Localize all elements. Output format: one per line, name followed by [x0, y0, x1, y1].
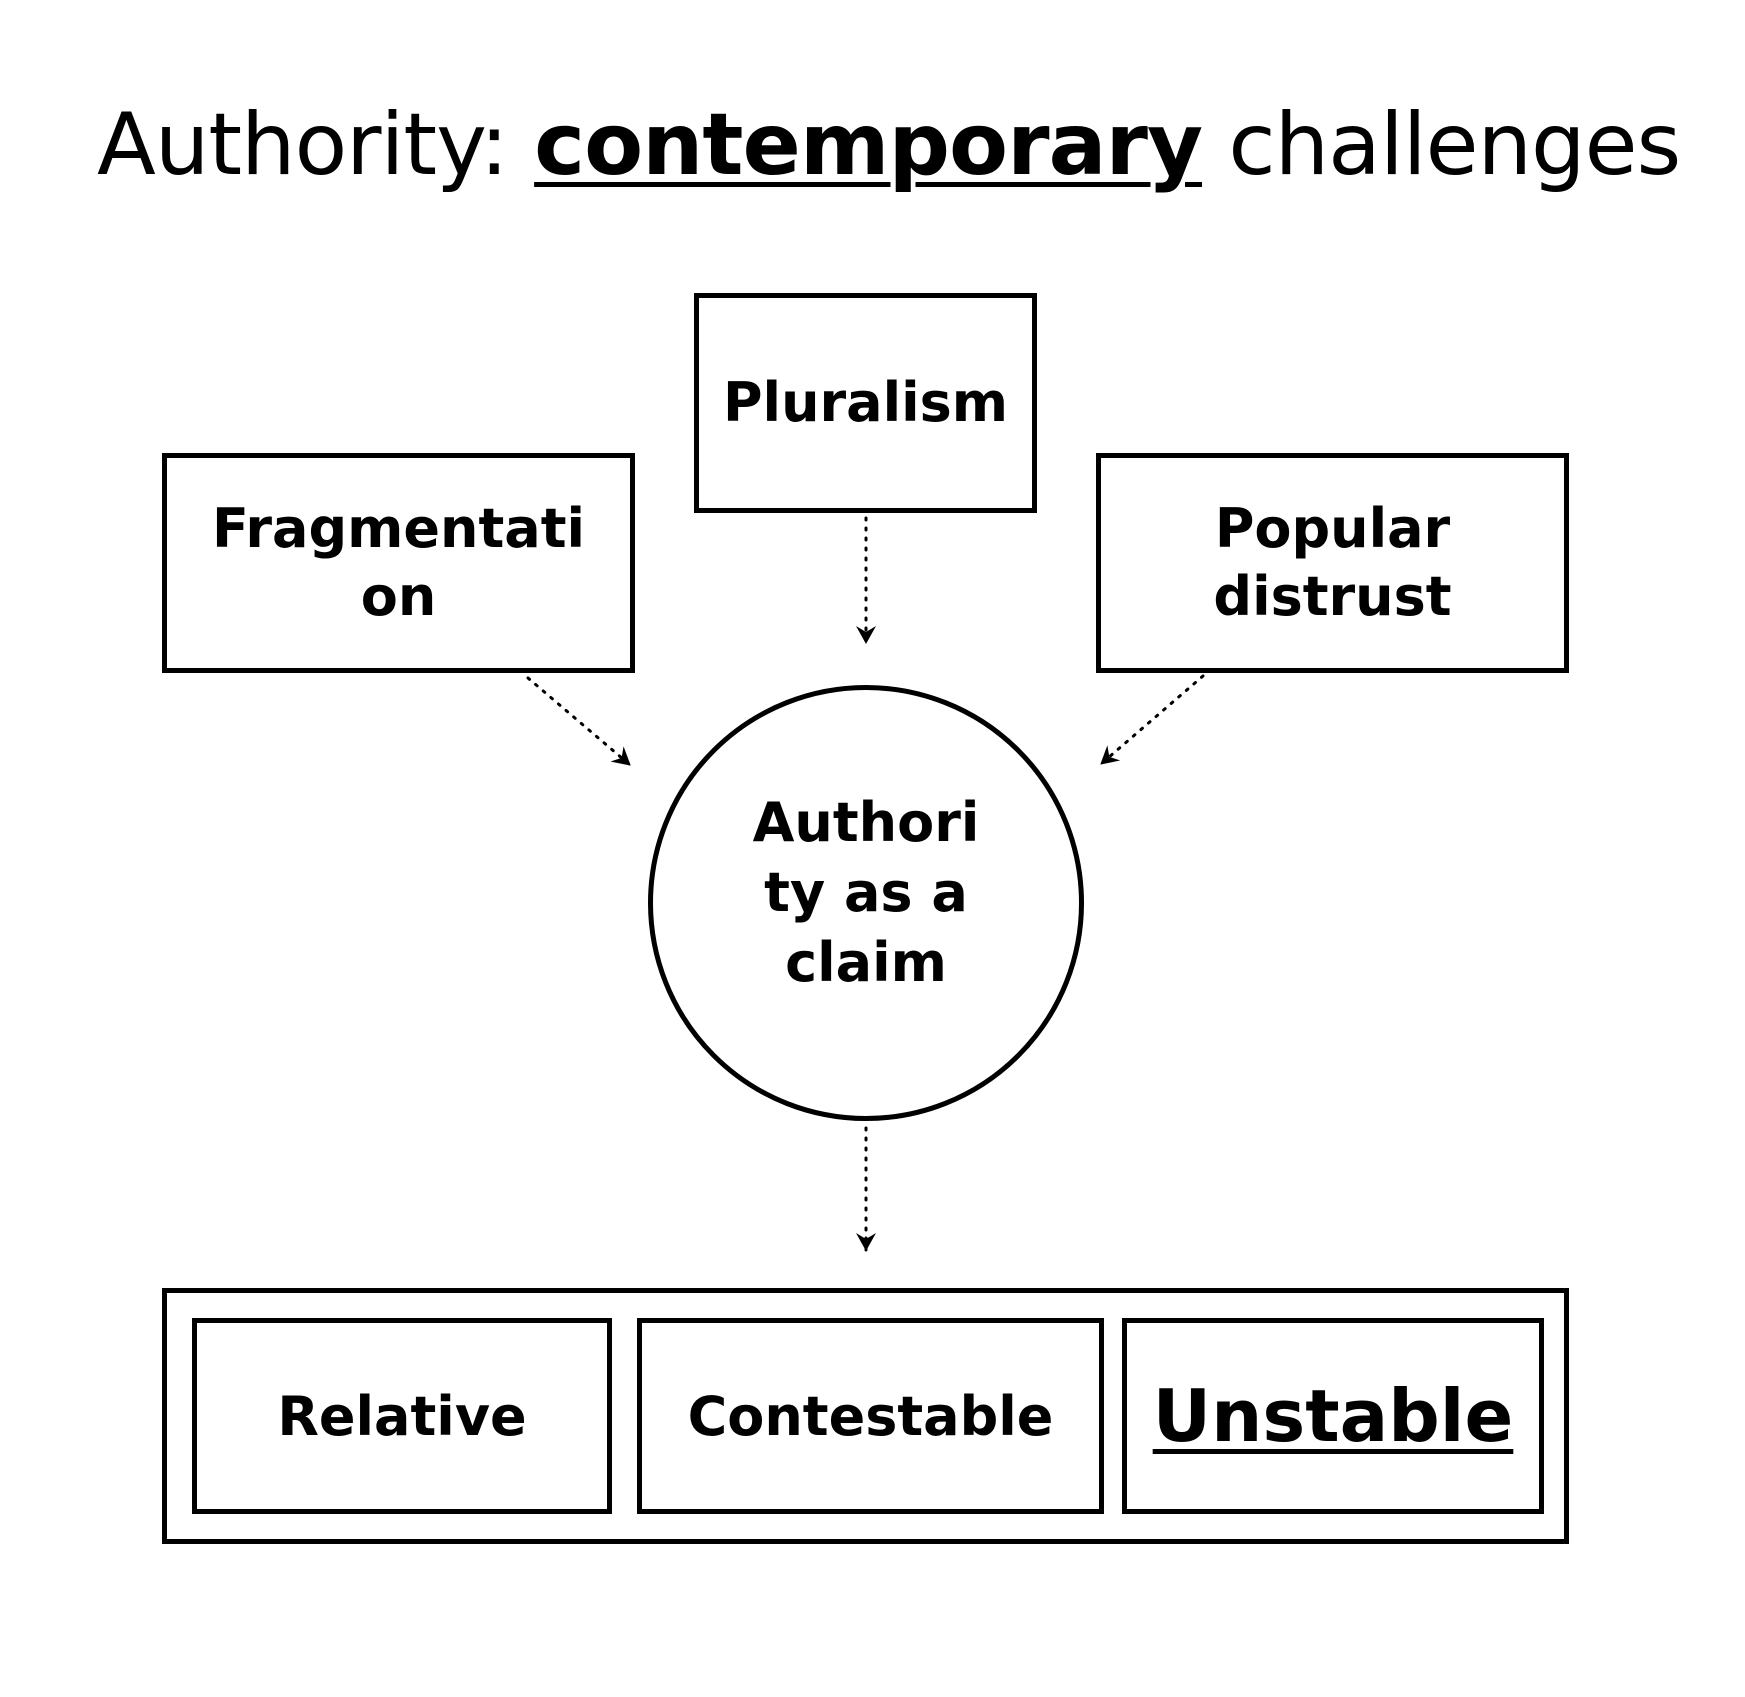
popular-distrust-label: Popular distrust: [1213, 497, 1452, 628]
relative-box: Relative: [192, 1318, 612, 1514]
unstable-label: Unstable: [1152, 1374, 1514, 1458]
fragmentation-box: Fragmentation: [162, 453, 635, 673]
arrow-distrust-to-center: [1099, 674, 1205, 766]
contestable-box: Contestable: [637, 1318, 1104, 1514]
authority-claim-label: Authority as a claim: [752, 791, 980, 994]
title-emphasis: contemporary: [534, 95, 1203, 195]
authority-claim-circle: Authority as a claim: [648, 685, 1084, 1121]
popular-distrust-box: Popular distrust: [1096, 453, 1569, 673]
title-prefix: Authority:: [97, 95, 535, 195]
pluralism-box: Pluralism: [694, 293, 1037, 513]
title-suffix: challenges: [1202, 95, 1681, 195]
arrow-fragmentation-to-center: [526, 676, 632, 767]
fragmentation-label: Fragmentation: [211, 497, 586, 628]
unstable-box: Unstable: [1122, 1318, 1544, 1514]
pluralism-label: Pluralism: [722, 371, 1009, 434]
slide-title: Authority: contemporary challenges: [97, 85, 1681, 205]
relative-label: Relative: [277, 1384, 527, 1448]
outcomes-container: Relative Contestable Unstable: [162, 1288, 1569, 1544]
contestable-label: Contestable: [687, 1384, 1054, 1448]
